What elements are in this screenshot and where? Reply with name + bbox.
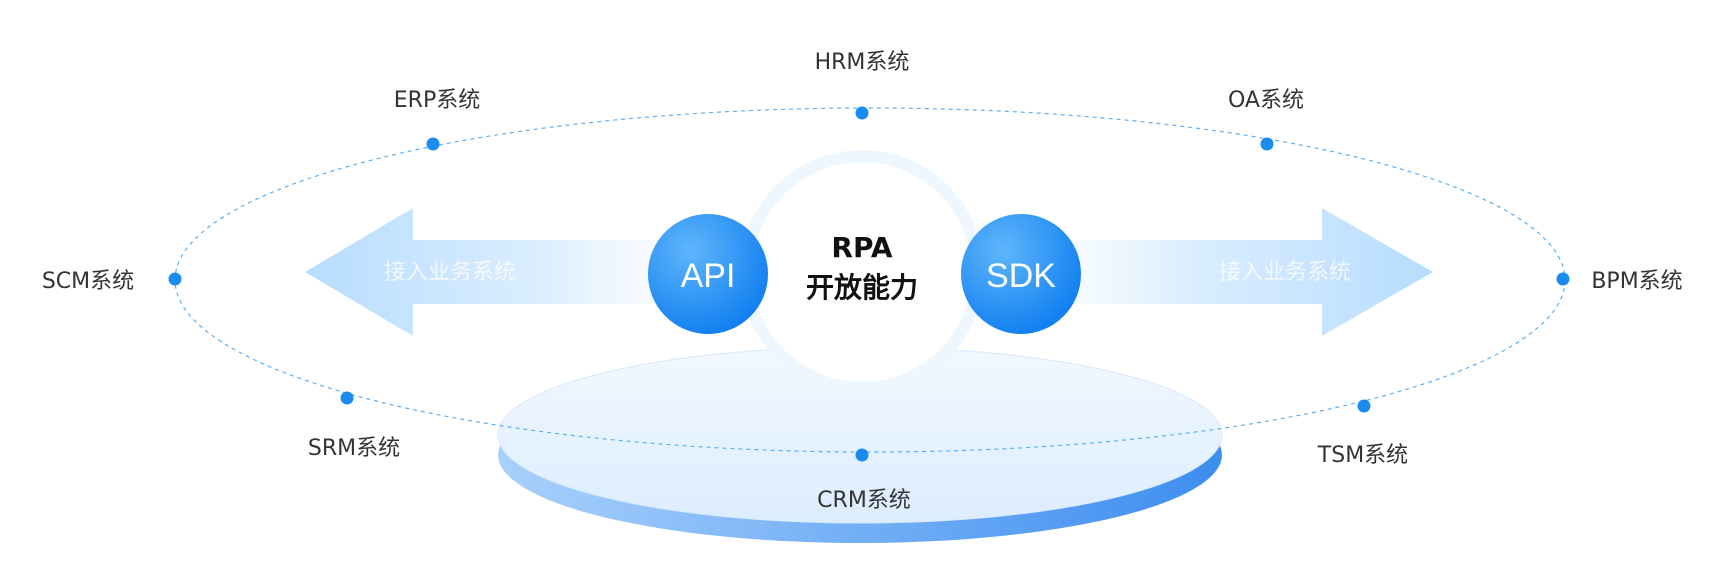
left-arrow-label: 接入业务系统	[384, 260, 516, 285]
srm-dot	[340, 391, 354, 405]
erp-label: ERP系统	[394, 88, 480, 113]
api-node: API	[648, 214, 768, 334]
scm-label: SCM系统	[42, 269, 134, 294]
oa-dot	[1260, 137, 1274, 151]
center-title-line1: RPA	[831, 231, 893, 264]
crm-label: CRM系统	[817, 488, 911, 513]
oa-label: OA系统	[1228, 88, 1304, 113]
api-ball	[648, 214, 768, 334]
center-title-line2: 开放能力	[806, 271, 918, 304]
right-arrow	[1000, 208, 1433, 336]
sdk-node: SDK	[961, 214, 1081, 334]
right-arrow-label: 接入业务系统	[1219, 260, 1351, 285]
bpm-dot	[1556, 272, 1570, 286]
erp-dot	[426, 137, 440, 151]
sdk-ball	[961, 214, 1081, 334]
api-label: API	[681, 257, 736, 295]
crm-dot	[855, 448, 869, 462]
left-arrow	[305, 208, 720, 336]
hrm-label: HRM系统	[815, 50, 910, 75]
center-core	[752, 162, 972, 382]
hrm-dot	[855, 106, 869, 120]
srm-label: SRM系统	[308, 436, 400, 461]
scm-dot	[168, 272, 182, 286]
bpm-label: BPM系统	[1591, 269, 1682, 294]
tsm-dot	[1357, 399, 1371, 413]
sdk-label: SDK	[986, 257, 1056, 295]
tsm-label: TSM系统	[1317, 443, 1408, 468]
